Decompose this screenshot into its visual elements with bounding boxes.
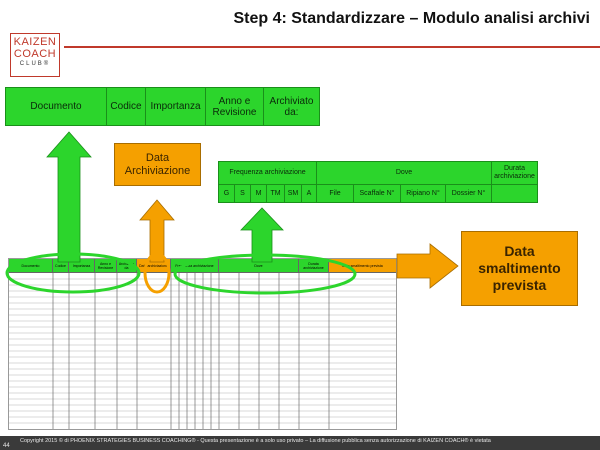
page-number: 44 <box>3 443 10 449</box>
sheet-header-archiviato: Archiviato da <box>117 259 137 272</box>
slide-title: Step 4: Standardizzare – Modulo analisi … <box>233 10 590 27</box>
green-ellipse-right <box>173 253 357 295</box>
top-bar-codice: Codice <box>107 88 146 125</box>
freq-label: Frequenza archiviazione <box>219 162 317 184</box>
orange-up-arrow <box>139 199 175 263</box>
freq-col-tm: TM <box>267 185 285 203</box>
footer-copyright: Copyright 2015 © di PHOENIX STRATEGIES B… <box>20 438 491 444</box>
sheet-header-dove: Dove <box>219 259 299 272</box>
footer-bar: 44 Copyright 2015 © di PHOENIX STRATEGIE… <box>0 436 600 450</box>
green-ellipse-left <box>5 252 141 294</box>
dove-col-dossier: Dossier N° <box>446 185 492 203</box>
sheet-header-frequenza: Frequenza archiviazione <box>171 259 219 272</box>
sheet-header-documento: Documento <box>9 259 53 272</box>
frequency-location-box: Frequenza archiviazione Dove Durata arch… <box>218 161 538 203</box>
dove-label: Dove <box>317 162 492 184</box>
top-bar-importanza: Importanza <box>146 88 206 125</box>
sheet-header-codice: Codice <box>53 259 69 272</box>
data-smaltimento-box: Data smaltimento prevista <box>461 231 578 306</box>
freq-col-sm: SM <box>285 185 302 203</box>
logo-line1: KAIZEN <box>13 36 57 48</box>
top-bar-documento: Documento <box>6 88 107 125</box>
sheet-grid <box>9 273 396 429</box>
freq-col-s: S <box>235 185 251 203</box>
top-green-bar: Documento Codice Importanza Anno e Revis… <box>5 87 320 126</box>
orange-right-arrow <box>396 243 459 289</box>
green-up-arrow-left <box>46 131 92 263</box>
freq-col-a: A <box>302 185 317 203</box>
data-archiviazione-box: Data Archiviazione <box>114 143 201 186</box>
sheet-header-anno: Anno e Revisione <box>95 259 117 272</box>
dove-col-ripiano: Ripiano N° <box>401 185 446 203</box>
green-up-arrow-right <box>240 207 284 263</box>
sheet-header-row: Documento Codice Importanza Anno e Revis… <box>9 259 396 273</box>
durata-label: Durata archiviazione <box>494 165 535 180</box>
orange-ellipse <box>143 252 171 294</box>
sheet-header-durata: Durata archiviazione <box>299 259 329 272</box>
sheet-header-importanza: Importanza <box>69 259 95 272</box>
freq-col-g: G <box>219 185 235 203</box>
top-bar-archiviato-da: Archiviato da: <box>269 95 314 118</box>
dove-col-file: File <box>317 185 354 203</box>
freq-col-m: M <box>251 185 267 203</box>
title-underline <box>64 46 600 48</box>
logo-line3: CLUB® <box>19 61 51 67</box>
kaizen-coach-logo: KAIZEN COACH CLUB® <box>10 33 60 77</box>
sheet-header-smaltimento: Data smaltimento prevista <box>329 259 396 272</box>
top-bar-anno-revisione: Anno e Revisione <box>206 88 264 125</box>
dove-col-scaffale: Scaffale N° <box>354 185 401 203</box>
logo-line2: COACH <box>13 48 57 60</box>
